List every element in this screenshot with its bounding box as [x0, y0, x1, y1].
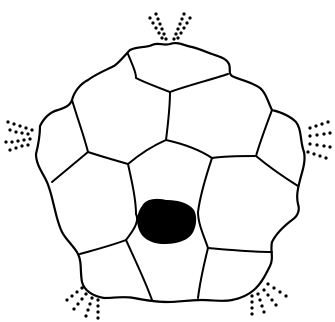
- dark-spot: [137, 199, 196, 244]
- bottom-left-wall: [80, 240, 126, 254]
- top-cell-wall: [128, 54, 228, 92]
- outer-outline: [36, 43, 305, 302]
- bottom-middle-left-wall: [126, 240, 152, 300]
- spine-cluster-top: [148, 12, 191, 40]
- spine-cluster-right: [306, 120, 331, 159]
- left-upper-wall: [72, 100, 128, 164]
- bottom-middle-right-wall: [198, 248, 208, 298]
- central-cell-wall: [128, 92, 212, 164]
- spine-cluster-bottom-left: [65, 286, 99, 319]
- bottom-right-wall: [208, 248, 272, 252]
- right-upper-wall: [212, 110, 272, 158]
- left-lower-wall: [52, 152, 88, 182]
- right-lower-wall: [256, 156, 298, 186]
- spine-cluster-left: [4, 120, 33, 151]
